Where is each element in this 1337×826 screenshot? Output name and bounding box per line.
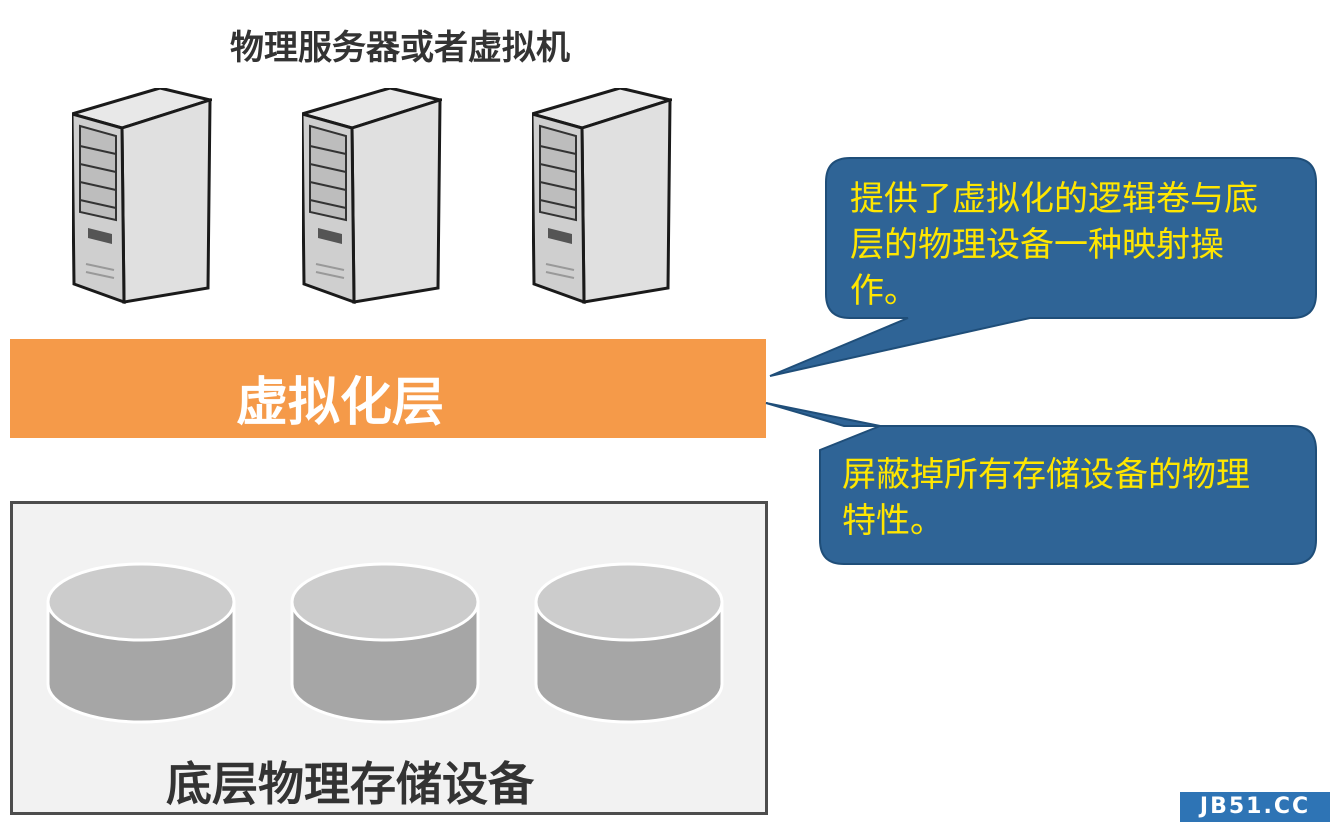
callout-text-shielding: 屏蔽掉所有存储设备的物理特性。 (842, 455, 1250, 541)
disk-icon (44, 562, 238, 726)
disk-icon (532, 562, 726, 726)
watermark-logo: JB51.CC (1180, 792, 1330, 822)
virtualization-layer-label: 虚拟化层 (235, 373, 444, 433)
server-icon (302, 88, 442, 308)
virtualization-layer (10, 339, 766, 438)
callout-bubble-shielding (765, 402, 1317, 565)
storage-devices-label: 底层物理存储设备 (166, 757, 534, 811)
callout-bubble-mapping (769, 157, 1317, 377)
server-icon (72, 88, 212, 308)
disk-icon (288, 562, 482, 726)
server-icon (532, 88, 672, 308)
servers-title: 物理服务器或者虚拟机 (230, 28, 570, 68)
callout-text-mapping: 提供了虚拟化的逻辑卷与底层的物理设备一种映射操作。 (850, 179, 1258, 311)
